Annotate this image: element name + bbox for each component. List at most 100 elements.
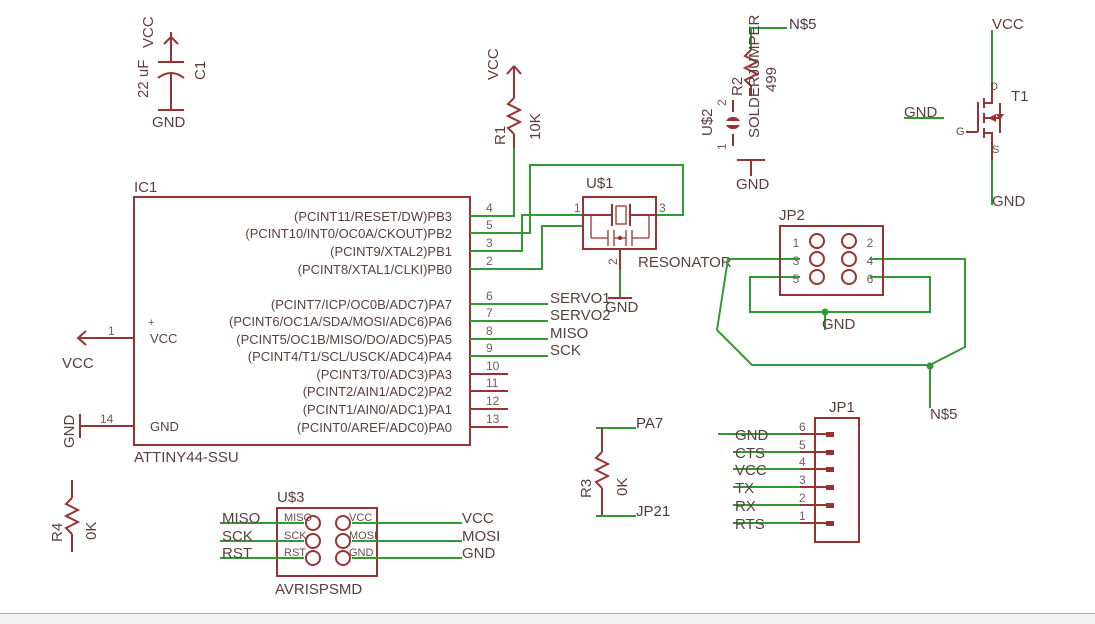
ic1-signal-label: MISO	[550, 325, 588, 342]
jp2-pin	[809, 269, 825, 285]
jp1-signal-label: GND	[735, 427, 769, 444]
solder-jumper-u2[interactable]: U$2 SOLDERJUMPER 2 1 GND	[699, 14, 770, 193]
u3-left-net-label: RST	[222, 545, 252, 562]
jp1-signal-label: CTS	[735, 445, 765, 462]
ic1-pin-label: (PCINT3/T0/ADC3)PA3	[316, 367, 452, 382]
jp2-pin-number: 1	[793, 236, 800, 250]
u3-part-label: AVRISPSMD	[275, 581, 362, 598]
u1-ref-label: U$1	[586, 175, 614, 192]
ic1-pin-number: 3	[486, 236, 493, 250]
jp1-pin-number: 1	[799, 509, 806, 523]
u1-gnd-label: GND	[605, 299, 639, 316]
jp1-pin	[826, 485, 834, 490]
jp1-pin	[826, 503, 834, 508]
jp1-pin	[826, 432, 834, 437]
c1-gnd-label: GND	[152, 114, 186, 131]
ic1-pin-label: (PCINT7/ICP/OC0B/ADC7)PA7	[271, 297, 452, 312]
u3-right-net-label: GND	[462, 545, 496, 562]
t1-s-label: S	[992, 144, 999, 156]
jp2-pin-group: 1 2 3 4 5 6	[793, 233, 874, 286]
ic1-attiny44[interactable]: IC1 ATTINY44-SSU 1 + VCC VCC 14 GND GND …	[61, 148, 684, 466]
jp2-pin-number: 3	[793, 254, 800, 268]
jp1-pin-number: 3	[799, 473, 806, 487]
ic1-pin-label: (PCINT8/XTAL1/CLKI)PB0	[298, 262, 452, 277]
u2-jumper-label: SOLDERJUMPER	[746, 14, 763, 138]
ic1-signal-label: SERVO2	[550, 307, 611, 324]
ic1-pin-group: (PCINT11/RESET/DW)PB34(PCINT10/INT0/OC0A…	[229, 201, 508, 435]
jp2-pin-number: 4	[867, 254, 874, 268]
jp2-ref-label: JP2	[779, 207, 805, 224]
u3-pin-right	[335, 515, 351, 531]
u3-inner-right-label: GND	[349, 547, 374, 559]
c1-value-label: 22 uF	[135, 60, 152, 98]
ic1-pin-number: 2	[486, 254, 493, 268]
r1-ref-label: R1	[492, 126, 509, 145]
resistor-r2[interactable]: N$5 R2 499	[729, 16, 817, 96]
jp2-pin	[809, 251, 825, 267]
jp1-signal-label: VCC	[735, 462, 767, 479]
r3-value-label: 0K	[614, 478, 631, 496]
u1-pin2-label: 2	[606, 258, 620, 265]
u3-right-net-label: MOSI	[462, 528, 500, 545]
ic1-vcc-pin-label: VCC	[150, 331, 177, 346]
ic1-pin-number: 7	[486, 306, 493, 320]
r2-value-label: 499	[763, 67, 780, 92]
ic1-signal-label: SCK	[550, 342, 581, 359]
ic1-pin-label: (PCINT11/RESET/DW)PB3	[294, 209, 452, 224]
resistor-r3[interactable]: PA7 JP21 R3 0K	[578, 415, 670, 520]
jp2-pin-number: 2	[867, 236, 874, 250]
t1-d-label: D	[990, 81, 998, 93]
ic1-pin-number: 6	[486, 289, 493, 303]
u2-pin1-label: 1	[715, 143, 729, 150]
ic1-pin-number: 10	[486, 359, 500, 373]
jp1-pin	[826, 521, 834, 526]
transistor-t1[interactable]: VCC T1 D G S GND GND	[904, 16, 1029, 210]
ic1-gnd-num: 14	[100, 412, 114, 426]
resistor-r4[interactable]: R4 0K	[49, 480, 100, 552]
jp2-pin-number: 6	[867, 272, 874, 286]
u3-inner-left-label: MISO	[284, 512, 313, 524]
ic1-pin-number: 13	[486, 412, 500, 426]
ic1-pin-number: 11	[486, 376, 499, 390]
t1-vcc-label: VCC	[992, 16, 1024, 33]
u2-gnd-label: GND	[736, 176, 770, 193]
resistor-r1[interactable]: VCC R1 10K	[485, 48, 544, 148]
u3-inner-right-label: VCC	[349, 512, 372, 524]
jp1-pin-number: 4	[799, 455, 806, 469]
r4-value-label: 0K	[83, 522, 100, 540]
u1-pin1-label: 1	[574, 201, 581, 215]
jp1-pin-number: 6	[799, 420, 806, 434]
ic1-pin-label: (PCINT1/AIN0/ADC1)PA1	[303, 402, 452, 417]
jp2-pin	[841, 251, 857, 267]
jp1-pin-number: 2	[799, 491, 806, 505]
ic1-pin-label: (PCINT5/OC1B/MISO/DO/ADC5)PA5	[236, 332, 452, 347]
jp1-signal-label: TX	[735, 480, 754, 497]
u3-pin-right	[335, 533, 351, 549]
resonator-u1[interactable]: U$1 1 3 2 RESONATOR GND	[574, 175, 732, 316]
jp1-signal-label: RTS	[735, 516, 765, 533]
u3-right-net-label: VCC	[462, 510, 494, 527]
ic1-pin-label: (PCINT10/INT0/OC0A/CKOUT)PB2	[245, 226, 452, 241]
u3-left-net-label: SCK	[222, 528, 253, 545]
ic1-pin-label: (PCINT6/OC1A/SDA/MOSI/ADC6)PA6	[229, 314, 452, 329]
jp2-pin	[809, 233, 825, 249]
u3-inner-left-label: SCK	[284, 530, 307, 542]
u2-pin2-label: 2	[715, 99, 729, 106]
r3-ref-label: R3	[578, 479, 595, 498]
jp2-pin-number: 5	[793, 272, 800, 286]
ic1-pin-label: (PCINT2/AIN1/ADC2)PA2	[303, 384, 452, 399]
ic1-gnd-net-label: GND	[61, 415, 78, 449]
ic1-vcc-num: 1	[108, 324, 115, 338]
c1-vcc-label: VCC	[140, 16, 157, 48]
u3-inner-left-label: RST	[284, 547, 306, 559]
ic1-plus-mark: +	[148, 317, 154, 329]
r3-top-net-label: PA7	[636, 415, 663, 432]
capacitor-c1[interactable]: VCC 22 uF C1 GND	[135, 16, 209, 131]
